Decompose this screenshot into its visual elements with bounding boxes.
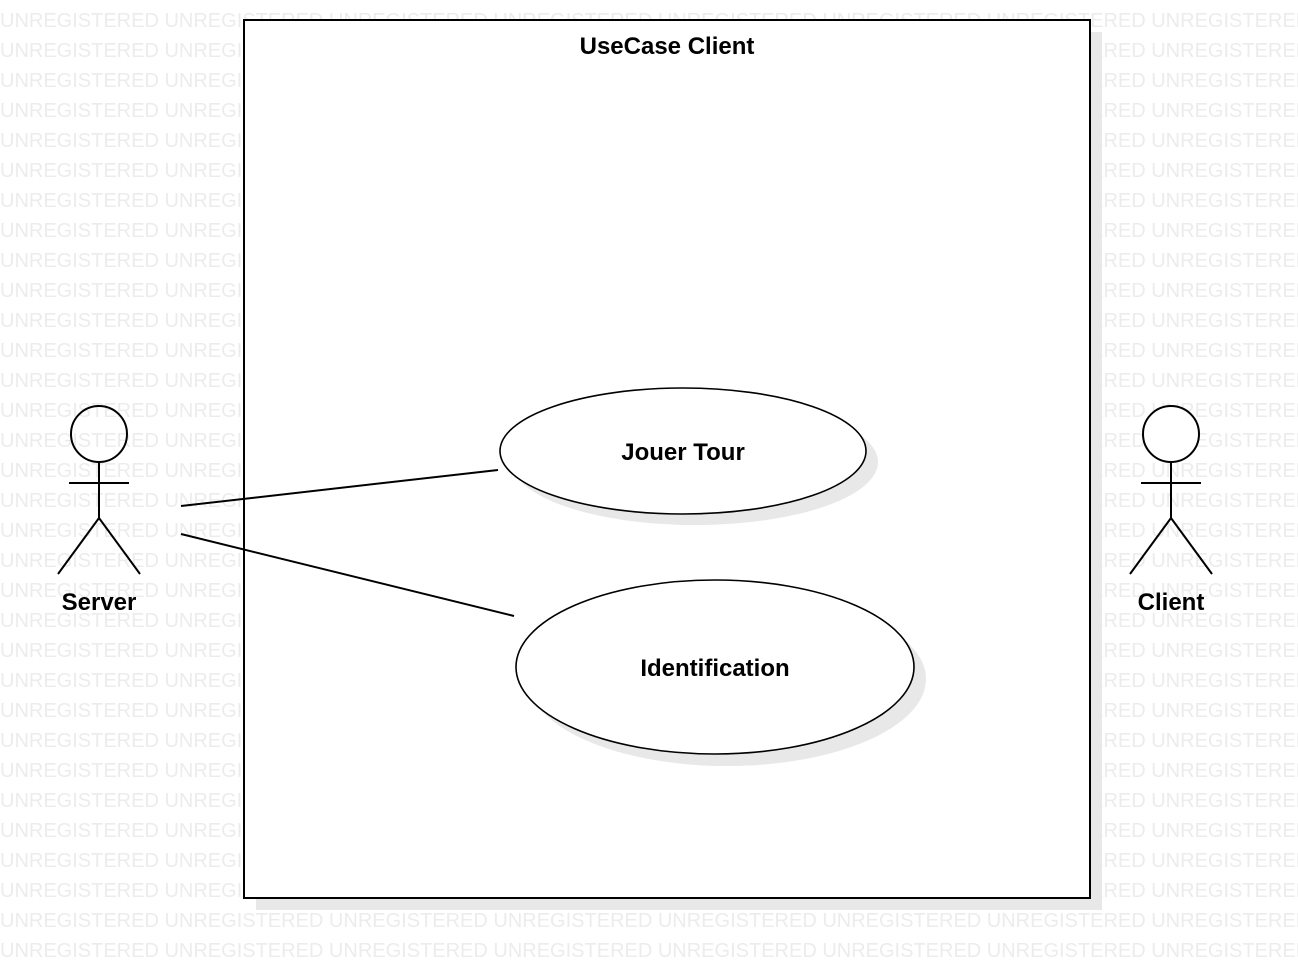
actor-server[interactable]: Server <box>57 405 141 616</box>
stick-figure-icon <box>1129 405 1213 575</box>
system-title: UseCase Client <box>580 33 755 60</box>
use-case-ellipse[interactable] <box>499 387 867 515</box>
actor-label: Client <box>1138 589 1205 616</box>
watermark-row: UNREGISTERED UNREGISTERED UNREGISTERED U… <box>0 940 1298 962</box>
actor-client[interactable]: Client <box>1129 405 1213 616</box>
stick-figure-icon <box>57 405 141 575</box>
use-case-ellipse[interactable] <box>515 579 915 755</box>
association-server-identification[interactable] <box>180 533 515 617</box>
use-case-jouer-tour[interactable]: Jouer Tour <box>499 387 878 525</box>
watermark-row: UNREGISTERED UNREGISTERED UNREGISTERED U… <box>0 910 1298 932</box>
use-case-label: Identification <box>640 655 789 682</box>
actor-label: Server <box>62 589 137 616</box>
use-case-label: Jouer Tour <box>621 439 745 466</box>
association-server-jouer-tour[interactable] <box>180 469 499 507</box>
use-case-identification[interactable]: Identification <box>515 579 926 766</box>
